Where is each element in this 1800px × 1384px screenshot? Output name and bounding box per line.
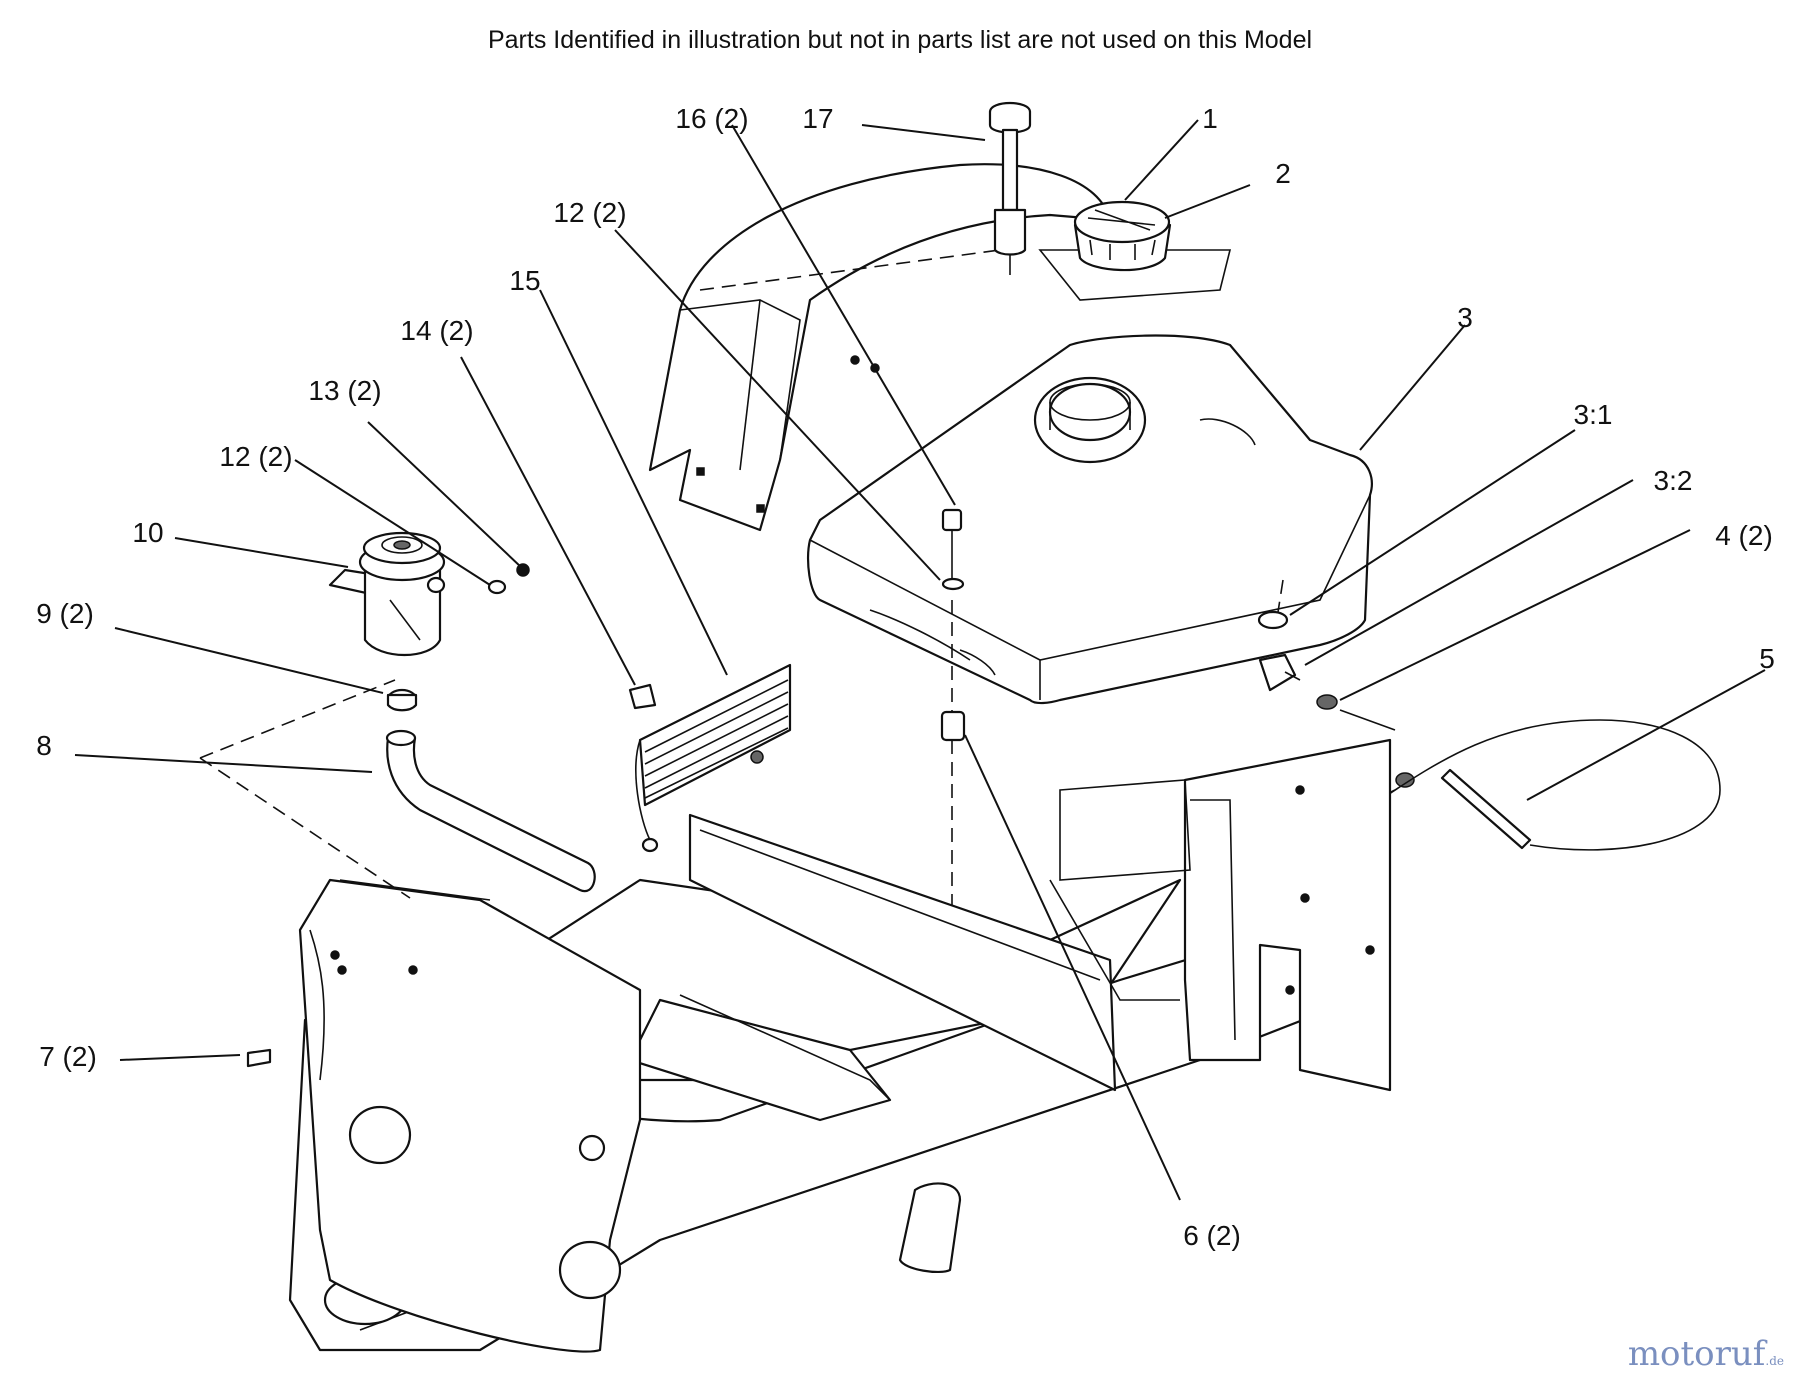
fuel-tank-drawing bbox=[806, 334, 1373, 705]
fuel-line-drawing bbox=[1379, 719, 1721, 851]
header-note: Parts Identified in illustration but not… bbox=[488, 26, 1312, 54]
rear-housing-drawing bbox=[1049, 738, 1392, 1092]
fuel-filter-drawing bbox=[628, 663, 792, 853]
fuel-cap-drawing bbox=[1073, 200, 1172, 272]
callout-16: 16 (2) bbox=[675, 103, 748, 134]
hose-drawing bbox=[385, 729, 596, 893]
callout-3: 3 bbox=[1457, 302, 1473, 333]
callout-13: 13 (2) bbox=[308, 375, 381, 406]
callout-7: 7 (2) bbox=[39, 1041, 97, 1072]
watermark-suffix: .de bbox=[1765, 1354, 1784, 1368]
callout-4: 4 (2) bbox=[1715, 520, 1773, 551]
callout-14: 14 (2) bbox=[400, 315, 473, 346]
reservoir-drawing bbox=[328, 531, 530, 712]
callout-5: 5 bbox=[1759, 643, 1775, 674]
callout-1: 1 bbox=[1202, 103, 1218, 134]
callout-3-1: 3:1 bbox=[1574, 399, 1613, 430]
watermark-logo: motoruf.de bbox=[1628, 1334, 1784, 1374]
callout-12-lower: 12 (2) bbox=[219, 441, 292, 472]
leader-lines bbox=[74, 119, 1766, 1201]
fuel-gauge-drawing bbox=[988, 101, 1032, 275]
callout-17: 17 bbox=[802, 103, 833, 134]
hood-drawing bbox=[648, 163, 1232, 532]
callout-10: 10 bbox=[132, 517, 163, 548]
callout-8: 8 bbox=[36, 730, 52, 761]
watermark-main: motoruf bbox=[1627, 1334, 1766, 1374]
front-panel-drawing bbox=[246, 878, 642, 1353]
callout-15: 15 bbox=[509, 265, 540, 296]
callout-6: 6 (2) bbox=[1183, 1220, 1241, 1251]
tank-hardware-drawing bbox=[940, 508, 1415, 950]
callout-9: 9 (2) bbox=[36, 598, 94, 629]
callout-2: 2 bbox=[1275, 158, 1291, 189]
callout-labels: 17 16 (2) 1 2 12 (2) 15 14 (2) 3 13 (2) … bbox=[36, 103, 1775, 1251]
callout-12-upper: 12 (2) bbox=[553, 197, 626, 228]
callout-3-2: 3:2 bbox=[1654, 465, 1693, 496]
